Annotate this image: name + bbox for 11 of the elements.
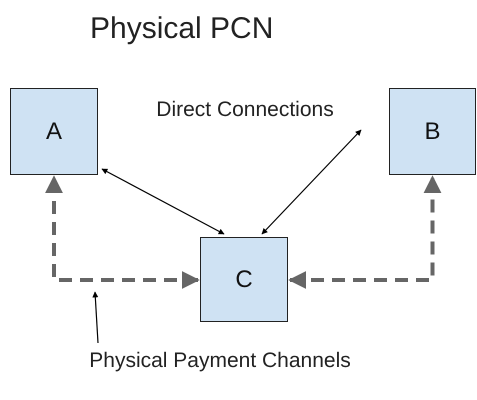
caption-text: Physical Payment Channels (50, 345, 390, 377)
arrow (101, 168, 225, 235)
arrow (45, 175, 200, 289)
annotation-text: Direct Connections (155, 97, 335, 122)
arrow (262, 130, 362, 234)
leader-line (92, 291, 99, 344)
node-box: C (200, 237, 288, 322)
node-box: B (389, 88, 476, 175)
arrow (288, 175, 442, 289)
node-box: A (10, 88, 98, 175)
diagram-title: Physical PCN (90, 12, 274, 46)
